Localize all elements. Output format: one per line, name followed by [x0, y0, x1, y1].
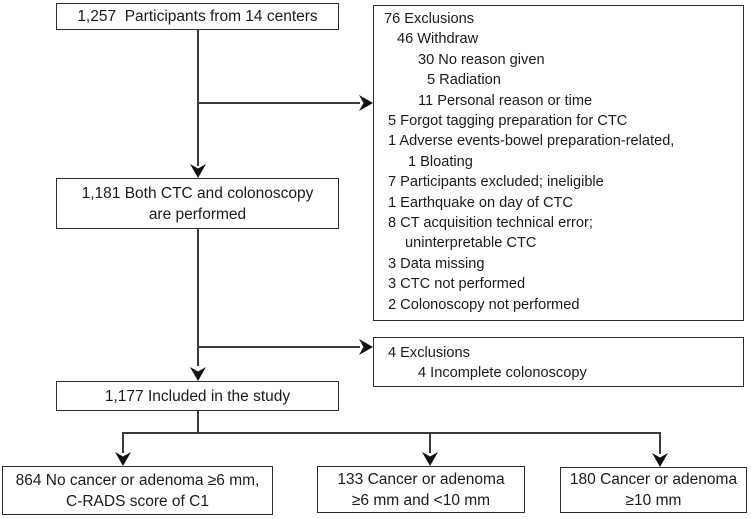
- outcome-box-no-cancer: 864 No cancer or adenoma ≥6 mm, C-RADS s…: [2, 466, 273, 515]
- connector-line: [197, 228, 199, 366]
- connector-line: [659, 433, 661, 454]
- exclusions-box-1: 76 Exclusions 46 Withdraw 30 No reason g…: [373, 5, 744, 321]
- connector-line: [429, 433, 431, 453]
- exclusion-line: 4 Incomplete colonoscopy: [418, 365, 587, 382]
- connector-line: [122, 432, 661, 434]
- arrowhead-down-icon: [114, 452, 132, 466]
- arrowhead-down-icon: [421, 452, 439, 466]
- exclusion-line: 8 CT acquisition technical error;: [388, 215, 593, 232]
- exclusion-line: 1 Bloating: [408, 153, 473, 170]
- connector-line: [122, 433, 124, 453]
- exclusion-line: 5 Forgot tagging preparation for CTC: [388, 113, 628, 130]
- exclusion-line: 5 Radiation: [427, 72, 501, 89]
- both-performed-box: 1,181 Both CTC and colonoscopy are perfo…: [56, 178, 339, 229]
- participants-box: 1,257 Participants from 14 centers: [56, 3, 339, 30]
- outcome-1-line1: 864 No cancer or adenoma ≥6 mm,: [15, 471, 260, 489]
- arrowhead-right-icon: [359, 338, 373, 356]
- exclusion-line: 76 Exclusions: [384, 11, 475, 27]
- outcome-1-line2: C-RADS score of C1: [66, 492, 209, 510]
- connector-line: [197, 29, 199, 166]
- outcome-2-line2: ≥6 mm and <10 mm: [351, 491, 491, 509]
- both-performed-line1: 1,181 Both CTC and colonoscopy: [81, 184, 314, 202]
- arrowhead-down-icon: [189, 164, 207, 178]
- connector-line: [198, 346, 360, 348]
- arrowhead-down-icon: [651, 453, 669, 467]
- connector-line: [198, 102, 360, 104]
- exclusion-line: 46 Withdraw: [397, 31, 479, 48]
- exclusion-line: 4 Exclusions: [388, 345, 470, 361]
- exclusion-line: 11 Personal reason or time: [418, 92, 593, 109]
- exclusion-line: 1 Earthquake on day of CTC: [388, 194, 573, 211]
- exclusion-line: 7 Participants excluded; ineligible: [388, 174, 604, 191]
- exclusion-line: 1 Adverse events-bowel preparation-relat…: [388, 133, 675, 150]
- arrowhead-right-icon: [359, 94, 373, 112]
- both-performed-line2: are performed: [148, 205, 247, 223]
- exclusion-line: 2 Colonoscopy not performed: [388, 296, 580, 313]
- exclusion-line: 30 No reason given: [418, 51, 545, 68]
- included-box: 1,177 Included in the study: [56, 381, 339, 411]
- outcome-box-10mm: 180 Cancer or adenoma ≥10 mm: [560, 467, 747, 513]
- exclusions-box-2: 4 Exclusions 4 Incomplete colonoscopy: [373, 337, 744, 387]
- outcome-2-line1: 133 Cancer or adenoma: [337, 470, 505, 488]
- outcome-box-6-10mm: 133 Cancer or adenoma ≥6 mm and <10 mm: [317, 466, 525, 513]
- included-box-label: 1,177 Included in the study: [104, 387, 291, 405]
- connector-line: [197, 410, 199, 434]
- arrowhead-down-icon: [189, 367, 207, 381]
- outcome-3-line2: ≥10 mm: [625, 492, 682, 509]
- exclusion-line: 3 CTC not performed: [388, 276, 526, 293]
- participants-box-label: 1,257 Participants from 14 centers: [77, 8, 318, 25]
- outcome-3-line1: 180 Cancer or adenoma: [569, 471, 738, 488]
- exclusion-line-continuation: uninterpretable CTC: [405, 235, 537, 252]
- exclusion-line: 3 Data missing: [388, 255, 485, 272]
